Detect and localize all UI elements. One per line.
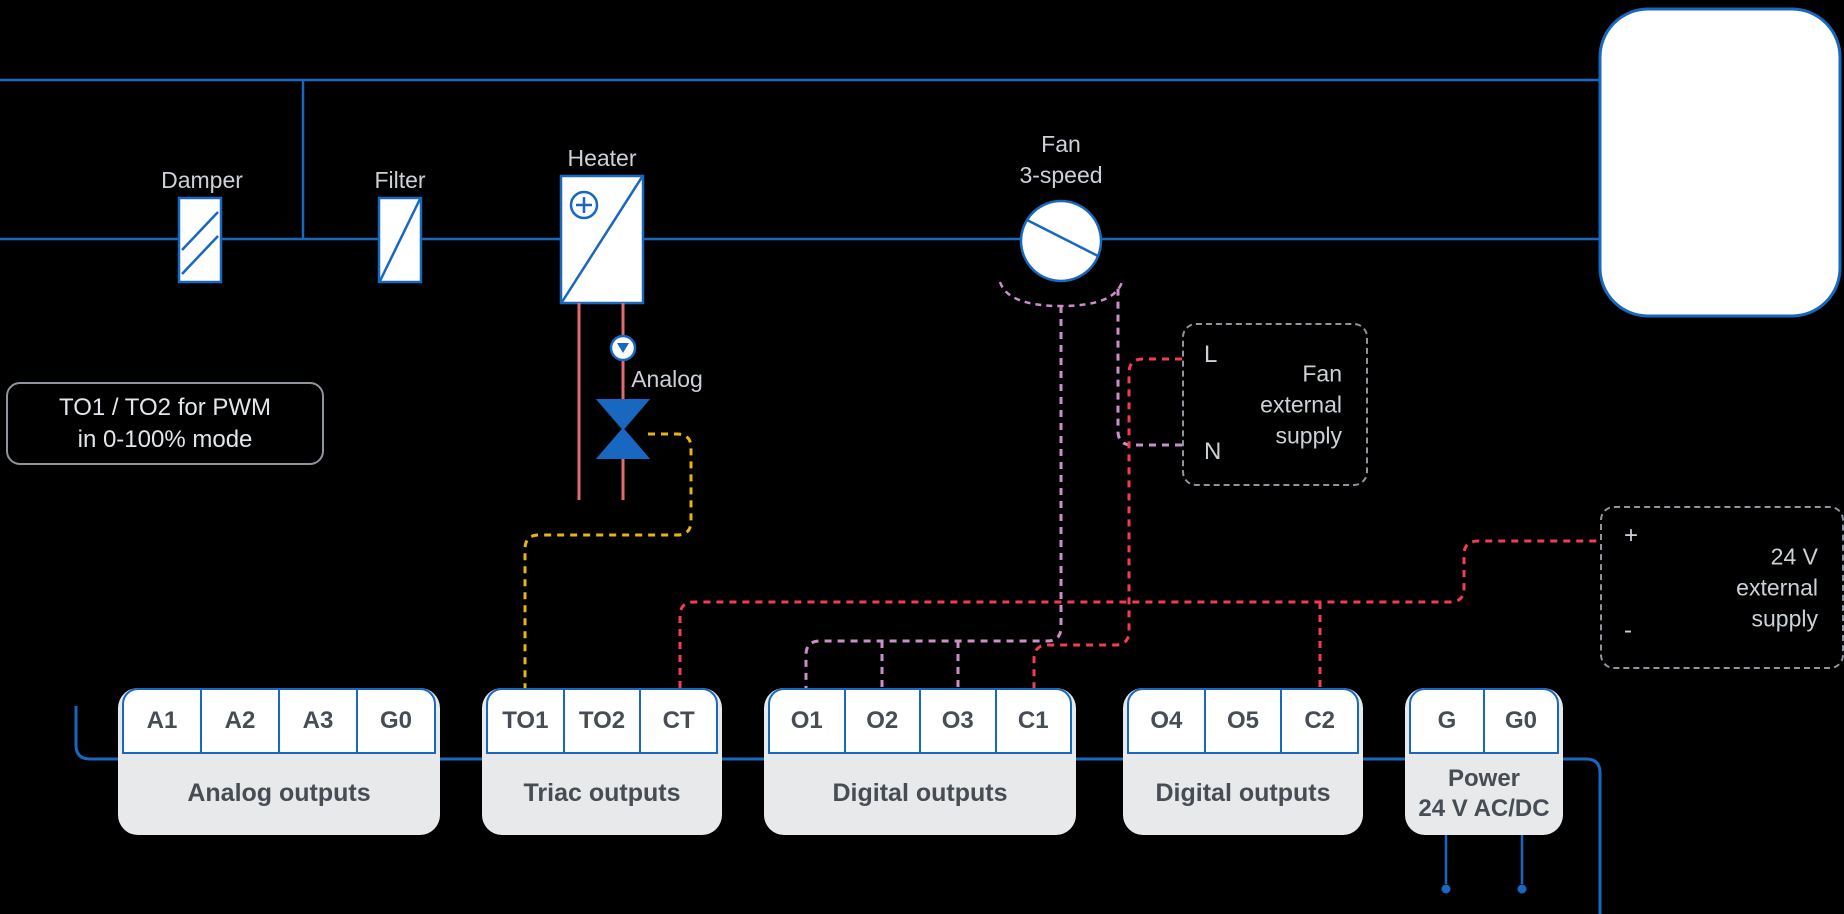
terminal-block-triac-outputs: TO1 TO2 CT Triac outputs [482, 688, 722, 835]
damper-hatch-2 [181, 235, 219, 275]
terminal-o4: O4 [1150, 707, 1183, 734]
terminal-to1: TO1 [502, 707, 549, 734]
fan-label-line2: 3-speed [1019, 162, 1102, 188]
terminal-row: G G0 [1409, 688, 1559, 754]
terminal-ct: CT [639, 690, 716, 752]
terminal-block-power: G G0 Power 24 V AC/DC [1405, 688, 1563, 835]
terminal-row: O4 O5 C2 [1127, 688, 1359, 754]
heater-diagonal [560, 176, 644, 303]
terminal-o2: O2 [843, 690, 920, 752]
fan-supply-label-line1: Fan [1302, 359, 1342, 386]
duct-lines [0, 78, 1600, 241]
terminal-o3: O3 [919, 690, 995, 752]
terminal-row: TO1 TO2 CT [486, 688, 718, 754]
block-caption-text: Digital outputs [832, 778, 1008, 807]
fan-body [1019, 199, 1103, 283]
fan-live-wire [1032, 357, 1182, 688]
power-wire-g0-dot [1517, 884, 1527, 894]
block-caption-line1: Power [1447, 764, 1521, 792]
terminal-row: O1 O2 O3 C1 [768, 688, 1072, 754]
fan-supply-neutral-terminal: N [1204, 438, 1222, 465]
analog-signal-label: Analog [631, 366, 703, 392]
pwm-note: TO1 / TO2 for PWM in 0-100% mode [6, 382, 324, 465]
filter-diagonal [378, 198, 422, 282]
terminal-row: A1 A2 A3 G0 [122, 688, 436, 754]
dc-supply-label-line3: supply [1751, 605, 1818, 632]
block-caption-text: Triac outputs [523, 778, 681, 807]
dc-supply-positive-terminal: + [1624, 522, 1639, 549]
terminal-c2: C2 [1280, 690, 1357, 752]
heater-pipes [577, 303, 625, 500]
terminal-block-digital-outputs-2: O4 O5 C2 Digital outputs [1123, 688, 1363, 835]
triac-wire [523, 432, 693, 688]
block-caption: Digital outputs [1123, 752, 1363, 835]
fan-supply-label: Fan external supply [1260, 358, 1342, 451]
dc-supply-label: 24 V external supply [1736, 541, 1818, 634]
terminal-o1: O1 [790, 707, 823, 734]
unit-box [1598, 7, 1842, 318]
fan-label-line1: Fan [1041, 131, 1081, 157]
dc-supply-label-line2: external [1736, 573, 1818, 600]
fan-symbol [1019, 199, 1103, 283]
dc-supply-negative-terminal: - [1624, 617, 1632, 644]
terminal-g0-power: G0 [1483, 690, 1557, 752]
fan-supply-label-line2: external [1260, 390, 1342, 417]
valve-actuator-icon [609, 334, 637, 362]
actuator-arrow [617, 343, 629, 353]
heater-label: Heater [567, 145, 636, 171]
valve-symbol [595, 399, 651, 459]
terminal-a1: A1 [146, 707, 178, 734]
terminal-g0: G0 [356, 690, 434, 752]
heater-symbol [559, 174, 645, 305]
valve-bottom-triangle [595, 427, 651, 459]
block-caption-text: Analog outputs [187, 778, 371, 807]
dc-supply-label-line1: 24 V [1770, 542, 1818, 569]
block-caption-line2: 24 V AC/DC [1418, 794, 1550, 822]
block-caption: Triac outputs [482, 752, 722, 835]
fan-blade-line [1026, 218, 1099, 258]
terminal-c1: C1 [994, 690, 1071, 752]
fan-supply-label-line3: supply [1275, 422, 1342, 449]
dc-external-supply-box: + - 24 V external supply [1600, 506, 1844, 669]
power-wire-g-dot [1441, 884, 1451, 894]
damper-label: Damper [161, 167, 243, 193]
terminal-to2: TO2 [562, 690, 640, 752]
damper-symbol [177, 196, 223, 284]
block-caption-text: Digital outputs [1155, 778, 1331, 807]
fan-speed-wire [804, 306, 1063, 688]
fan-external-supply-box: L N Fan external supply [1182, 323, 1368, 486]
fan-bracket [998, 281, 1124, 308]
terminal-a3: A3 [278, 690, 356, 752]
dc-supply-wire [678, 539, 1599, 688]
damper-hatch-1 [181, 211, 219, 251]
valve-top-triangle [595, 399, 651, 431]
pwm-note-line2: in 0-100% mode [77, 425, 253, 453]
filter-symbol [377, 196, 423, 284]
block-caption: Digital outputs [764, 752, 1076, 835]
fan-supply-live-terminal: L [1204, 341, 1218, 368]
block-caption: Analog outputs [118, 752, 440, 835]
power-wires [1441, 835, 1527, 894]
terminal-a2: A2 [200, 690, 278, 752]
filter-label: Filter [374, 167, 425, 193]
terminal-block-analog-outputs: A1 A2 A3 G0 Analog outputs [118, 688, 440, 835]
terminal-block-digital-outputs-1: O1 O2 O3 C1 Digital outputs [764, 688, 1076, 835]
terminal-g: G [1437, 707, 1457, 734]
block-caption: Power 24 V AC/DC [1405, 752, 1563, 835]
pwm-note-line1: TO1 / TO2 for PWM [58, 394, 272, 422]
terminal-o5: O5 [1203, 690, 1281, 752]
